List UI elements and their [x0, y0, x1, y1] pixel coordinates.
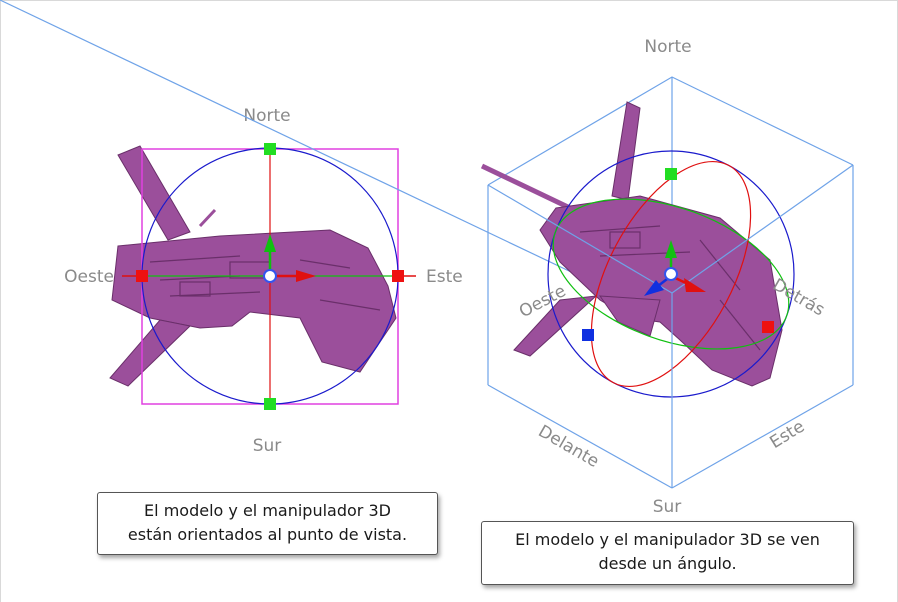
right-label-south: Sur — [653, 497, 682, 517]
right-green-ring — [552, 198, 790, 350]
right-label-north: Norte — [644, 37, 691, 57]
right-z-arrow[interactable] — [644, 280, 664, 296]
left-view: Norte Sur Oeste Este — [64, 106, 463, 456]
left-center-pivot[interactable] — [263, 269, 277, 283]
right-y-arrow[interactable] — [665, 240, 677, 258]
right-bounding-cube-front — [487, 164, 854, 489]
left-y-arrow[interactable] — [264, 234, 276, 252]
right-spaceship-model — [480, 101, 783, 387]
right-caption-line-1: El modelo y el manipulador 3D se ven — [515, 530, 820, 549]
left-x-arrow[interactable] — [296, 270, 316, 282]
left-handle-north[interactable] — [264, 143, 276, 155]
left-label-south: Sur — [253, 436, 282, 456]
left-handle-south[interactable] — [264, 398, 276, 410]
left-handle-west[interactable] — [136, 270, 148, 282]
right-caption-line-2: desde un ángulo. — [598, 554, 737, 573]
left-spaceship-model — [109, 145, 397, 387]
right-handle-green[interactable] — [665, 168, 677, 180]
right-handle-blue[interactable] — [582, 329, 594, 341]
right-red-ring — [590, 160, 752, 388]
right-center-pivot[interactable] — [664, 267, 678, 281]
right-handle-red[interactable] — [762, 321, 774, 333]
left-handle-east[interactable] — [392, 270, 404, 282]
left-caption-line-2: están orientados al punto de vista. — [127, 525, 408, 544]
left-label-north: Norte — [243, 106, 290, 126]
right-blue-ring — [547, 150, 795, 398]
right-caption: El modelo y el manipulador 3D se ven des… — [481, 521, 854, 585]
left-caption: El modelo y el manipulador 3D están orie… — [97, 492, 438, 555]
right-label-front: Delante — [535, 421, 603, 472]
right-x-arrow[interactable] — [684, 278, 706, 292]
left-caption-line-1: El modelo y el manipulador 3D — [144, 501, 391, 520]
left-label-east: Este — [426, 267, 463, 287]
right-label-east: Este — [766, 417, 808, 453]
left-label-west: Oeste — [64, 267, 114, 287]
